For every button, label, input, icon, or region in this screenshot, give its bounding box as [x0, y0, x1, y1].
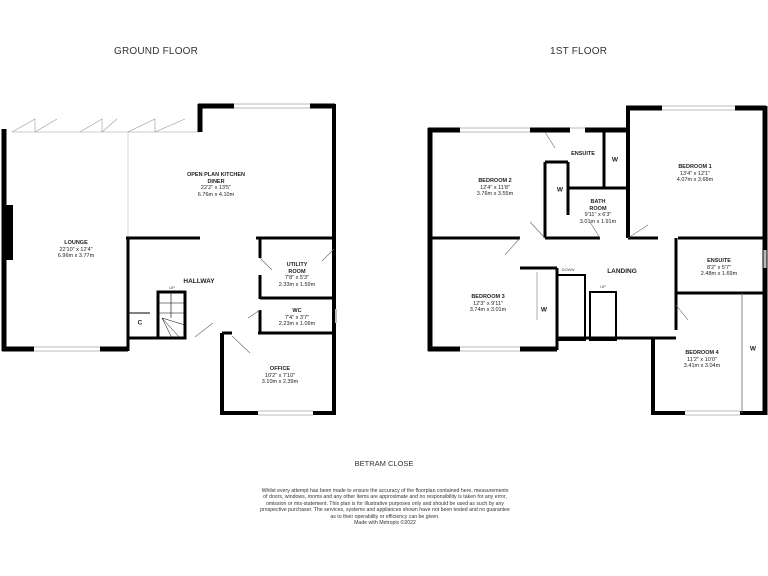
room-name: BEDROOM 2 — [478, 178, 512, 184]
room-metric: 2.23m x 1.09m — [278, 321, 316, 327]
room-imperial: 22'2" x 13'5" — [200, 185, 232, 191]
room-office: OFFICE 10'2" x 7'10" 3.10m x 2.39m — [262, 366, 298, 386]
disclaimer-line: omission or mis-statement. This plan is … — [265, 500, 505, 507]
room-imperial: 11'2" x 10'0" — [687, 356, 717, 363]
room-name: LANDING — [607, 268, 637, 275]
room-ensuite-1: ENSUITE 8'2" x 5'7" 2.48m x 1.69m — [701, 258, 737, 278]
room-name: OFFICE — [269, 366, 291, 372]
room-bedroom-4: BEDROOM 4 11'2" x 10'0" 3.41m x 3.04m — [684, 350, 720, 370]
disclaimer: Whilst every attempt has been made to en… — [200, 488, 570, 526]
room-imperial: 13'4" x 12'1" — [679, 170, 711, 177]
room-name: BATH — [590, 199, 606, 205]
room-metric: 4.07m x 3.68m — [676, 177, 714, 183]
room-bedroom-3: BEDROOM 3 12'3" x 9'11" 3.74m x 3.01m — [470, 294, 506, 314]
first-floor-walls — [427, 105, 768, 416]
room-lounge: LOUNGE 22'10" x 12'4" 6.96m x 3.77m — [58, 240, 94, 260]
cupboard-tag: C — [137, 319, 143, 327]
room-imperial: 10'2" x 7'10" — [264, 372, 296, 379]
room-metric: 3.10m x 2.39m — [261, 379, 299, 385]
room-name-line2: ROOM — [288, 268, 306, 275]
room-metric: 2.33m x 1.59m — [278, 281, 316, 288]
address-label: BETRAM CLOSE — [354, 459, 414, 468]
disclaimer-line: Whilst every attempt has been made to en… — [261, 488, 509, 494]
room-metric: 3.74m x 3.01m — [469, 307, 507, 313]
disclaimer-line: as to their operability or efficiency ca… — [330, 513, 440, 520]
room-metric: 3.76m x 3.55m — [476, 191, 514, 197]
wardrobe-tag: W — [540, 306, 548, 314]
room-name: BEDROOM 4 — [685, 350, 719, 356]
room-name: ENSUITE — [707, 258, 731, 264]
room-imperial: 12'3" x 9'11" — [473, 300, 503, 307]
disclaimer-line: prospective purchaser. The services, sys… — [260, 507, 510, 514]
room-name: BEDROOM 3 — [471, 294, 505, 300]
wardrobe-tag: W — [611, 156, 619, 164]
room-landing: LANDING — [607, 268, 637, 276]
room-kitchen-diner: OPEN PLAN KITCHEN DINER 22'2" x 13'5" 6.… — [187, 172, 245, 198]
room-metric: 3.01m x 1.91m — [579, 218, 617, 225]
room-imperial: 7'8" x 5'3" — [284, 275, 310, 281]
room-name: UTILITY — [286, 262, 308, 268]
room-metric: 3.41m x 3.04m — [683, 363, 721, 369]
stairs-down-label: DOWN — [561, 267, 575, 272]
room-metric: 6.96m x 3.77m — [57, 253, 95, 259]
room-imperial: 8'2" x 5'7" — [706, 264, 732, 271]
ground-floor-title: GROUND FLOOR — [114, 46, 199, 57]
wardrobe-tag: W — [556, 186, 564, 194]
room-metric: 2.48m x 1.69m — [700, 271, 738, 277]
room-hallway: HALLWAY — [183, 278, 215, 286]
stairs-up-label: UP — [169, 285, 175, 290]
room-name: WC — [292, 308, 302, 314]
room-utility: UTILITY ROOM 7'8" x 5'3" 2.33m x 1.59m — [279, 262, 315, 288]
room-name: HALLWAY — [183, 278, 215, 285]
room-imperial: 7'4" x 3'7" — [284, 314, 310, 321]
room-bathroom: BATH ROOM 9'11" x 6'3" 3.01m x 1.91m — [580, 199, 616, 225]
room-name-line2: DINER — [207, 178, 225, 185]
room-imperial: 22'10" x 12'4" — [59, 246, 93, 253]
wardrobe-tag: W — [749, 345, 757, 353]
room-name: BEDROOM 1 — [678, 164, 712, 170]
disclaimer-line: of doors, windows, rooms and any other i… — [263, 494, 507, 501]
room-name-line2: ROOM — [589, 205, 607, 212]
room-imperial: 12'4" x 11'8" — [480, 184, 510, 191]
room-metric: 6.76m x 4.10m — [197, 191, 235, 198]
room-wc: WC 7'4" x 3'7" 2.23m x 1.09m — [279, 308, 315, 328]
first-floor-title: 1ST FLOOR — [550, 46, 608, 57]
stairs-up-label: UP — [600, 284, 606, 289]
ground-floor-walls — [1, 103, 337, 416]
room-bedroom-2: BEDROOM 2 12'4" x 11'8" 3.76m x 3.55m — [477, 178, 513, 198]
copyright-line: Made with Metropix ©2022 — [354, 520, 416, 527]
room-ensuite-2: ENSUITE — [571, 151, 595, 158]
room-imperial: 9'11" x 6'3" — [584, 212, 612, 218]
room-name: ENSUITE — [571, 151, 595, 157]
room-name: LOUNGE — [64, 240, 88, 246]
room-bedroom-1: BEDROOM 1 13'4" x 12'1" 4.07m x 3.68m — [677, 164, 713, 184]
room-name: OPEN PLAN KITCHEN — [186, 172, 246, 178]
